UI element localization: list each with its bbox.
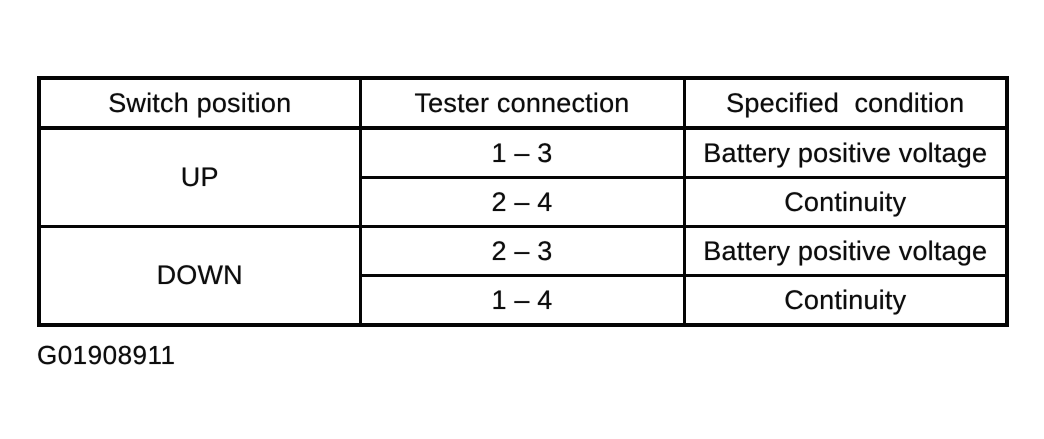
specified-condition-cell: Continuity [682, 274, 1009, 327]
col-header-tester-connection: Tester connection [358, 76, 686, 130]
table-row: UP 1 – 3 Battery positive voltage [37, 126, 1009, 228]
switch-continuity-table: Switch position Tester connection Specif… [37, 76, 1009, 327]
switch-continuity-table-wrap: Switch position Tester connection Specif… [37, 76, 1009, 327]
table-row: 2 – 4 Continuity [39, 176, 1009, 228]
tester-connection-cell: 1 – 4 [358, 274, 686, 327]
table-row: 1 – 4 Continuity [39, 274, 1009, 327]
specified-condition-cell: Continuity [682, 176, 1009, 228]
specified-condition-cell: Battery positive voltage [682, 126, 1009, 179]
specified-condition-cell: Battery positive voltage [682, 225, 1009, 277]
tester-connection-cell: 1 – 3 [358, 126, 686, 179]
col-header-specified-condition: Specified condition [682, 76, 1009, 130]
switch-position-cell-up: UP [37, 126, 362, 228]
tester-connection-cell: 2 – 3 [358, 225, 686, 277]
table-row: DOWN 2 – 3 Battery positive voltage [37, 225, 1009, 327]
figure-id-caption: G01908911 [37, 340, 176, 370]
switch-position-cell-down: DOWN [37, 225, 362, 327]
tester-connection-cell: 2 – 4 [358, 176, 686, 228]
col-header-switch-position: Switch position [37, 76, 362, 130]
header-row: Switch position Tester connection Specif… [37, 76, 1009, 130]
